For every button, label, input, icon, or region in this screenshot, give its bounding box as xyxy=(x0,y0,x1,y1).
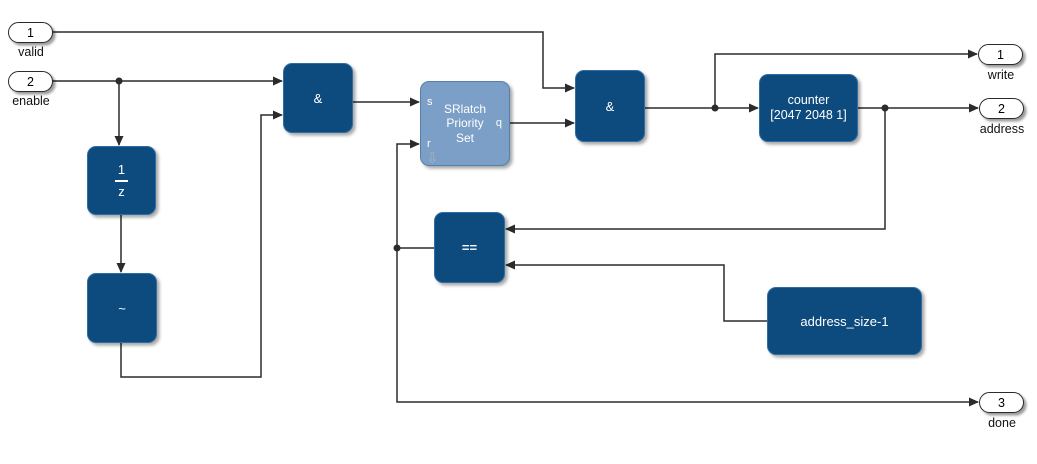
unit-delay-denominator: z xyxy=(118,184,125,199)
counter-name: counter xyxy=(787,93,830,107)
outport-write-number: 1 xyxy=(997,47,1004,62)
outport-done[interactable]: 3 xyxy=(979,392,1024,413)
inport-valid[interactable]: 1 xyxy=(8,22,53,43)
srlatch-port-q-label: q xyxy=(495,117,502,129)
and2-block[interactable]: & xyxy=(575,70,645,142)
equals-block[interactable]: == xyxy=(434,212,505,283)
inport-enable-label: enable xyxy=(12,94,50,108)
srlatch-name-line2: Priority xyxy=(446,116,484,131)
and2-label: & xyxy=(605,98,615,114)
junction-dot xyxy=(393,244,401,252)
outport-address-label: address xyxy=(979,122,1025,136)
srlatch-name-line1: SRlatch xyxy=(443,101,487,116)
fraction-bar xyxy=(115,179,128,182)
outport-write-label: write xyxy=(987,68,1015,82)
outport-write[interactable]: 1 xyxy=(978,44,1023,65)
counter-range: [2047 2048 1] xyxy=(770,108,847,122)
library-link-arrow-icon: ⇩ xyxy=(426,150,439,167)
outport-address[interactable]: 2 xyxy=(979,98,1024,119)
outport-address-number: 2 xyxy=(998,101,1005,116)
srlatch-block[interactable]: SRlatch Priority Set s r q ⇩ xyxy=(420,81,510,166)
and1-block[interactable]: & xyxy=(283,63,353,133)
unit-delay-block[interactable]: 1 z xyxy=(87,146,156,215)
inport-valid-number: 1 xyxy=(27,25,34,40)
wire-not-to-and1[interactable] xyxy=(120,110,283,378)
counter-block[interactable]: counter [2047 2048 1] xyxy=(759,74,858,142)
outport-done-number: 3 xyxy=(998,395,1005,410)
srlatch-name-line3: Set xyxy=(455,130,474,145)
junction-dot xyxy=(881,104,889,112)
outport-done-label: done xyxy=(988,416,1016,430)
junction-dot xyxy=(115,77,123,85)
wire-constant-to-eq[interactable] xyxy=(505,260,767,322)
equals-label: == xyxy=(461,240,478,255)
unit-delay-numerator: 1 xyxy=(117,162,126,177)
junction-dot xyxy=(711,104,719,112)
constant-block[interactable]: address_size-1 xyxy=(767,287,922,355)
inport-enable[interactable]: 2 xyxy=(8,71,53,92)
wire-valid-to-and2[interactable] xyxy=(52,31,575,93)
not-label: ~ xyxy=(118,300,126,316)
wire-counter-branch-to-eq[interactable] xyxy=(505,108,886,234)
wire-branch-to-srlatch-r[interactable] xyxy=(396,139,420,248)
inport-enable-number: 2 xyxy=(27,74,34,89)
constant-label: address_size-1 xyxy=(800,313,889,329)
wire-branch-to-write[interactable] xyxy=(714,49,978,108)
not-block[interactable]: ~ xyxy=(87,273,157,343)
srlatch-port-s-label: s xyxy=(427,96,433,108)
inport-valid-label: valid xyxy=(18,45,44,59)
srlatch-port-r-label: r xyxy=(427,138,431,150)
and1-label: & xyxy=(313,90,323,106)
wire-branch-to-done[interactable] xyxy=(396,248,979,407)
